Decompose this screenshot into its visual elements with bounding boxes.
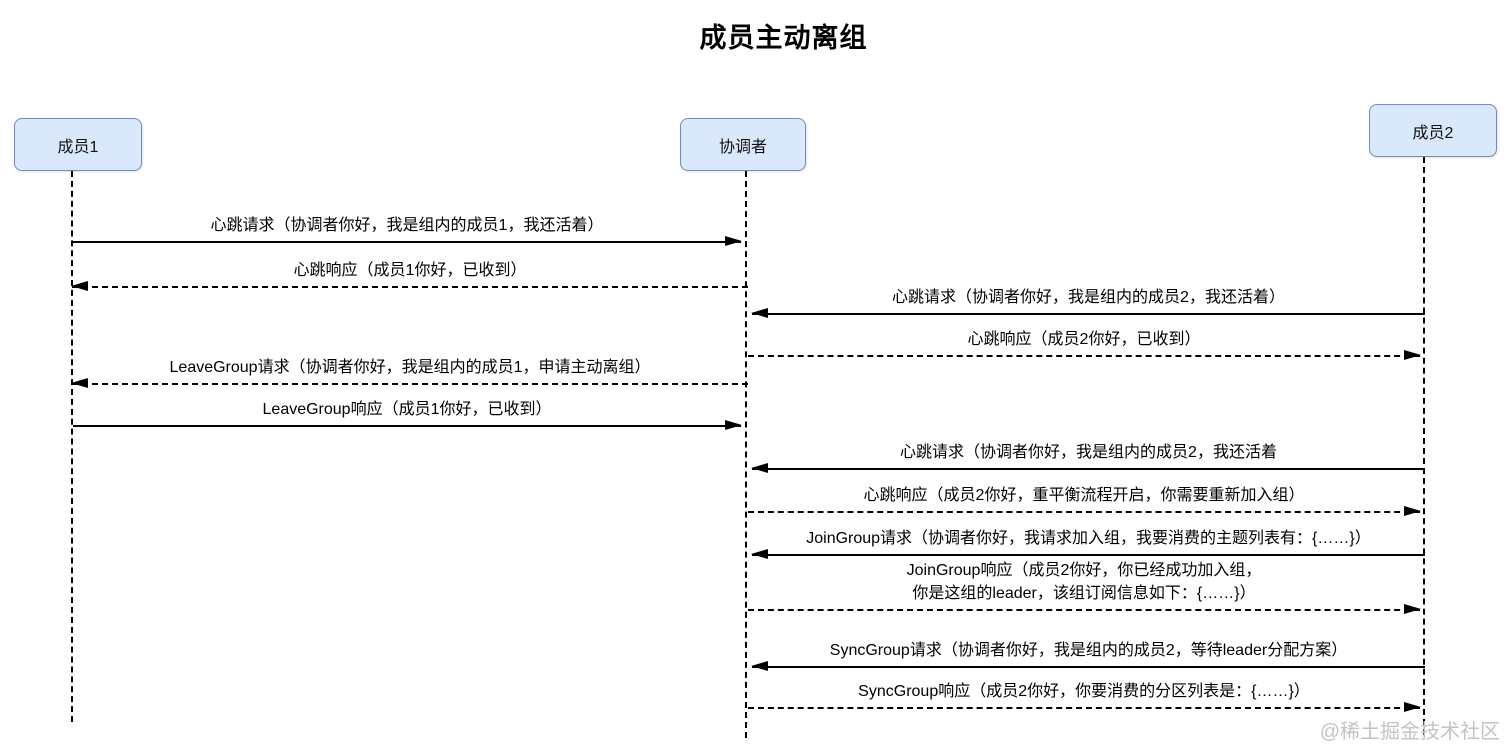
lifeline-member2	[1423, 157, 1425, 735]
arrow-right-icon	[1404, 350, 1421, 360]
message-label: LeaveGroup响应（成员1你好，已收到）	[262, 400, 552, 418]
actor-label-member2: 成员2	[1412, 124, 1454, 142]
actor-label-member1: 成员1	[57, 138, 99, 156]
message-label: 心跳响应（成员2你好，已收到）	[967, 330, 1201, 348]
arrow-right-icon	[1404, 604, 1421, 614]
message-label: 心跳请求（协调者你好，我是组内的成员2，我还活着	[900, 443, 1277, 461]
arrow-right-icon	[1404, 702, 1421, 712]
actor-label-coordinator: 协调者	[718, 138, 767, 156]
message-line	[748, 355, 1420, 357]
message-line	[752, 554, 1425, 556]
message-label: LeaveGroup请求（协调者你好，我是组内的成员1，申请主动离组）	[169, 358, 651, 376]
actor-box-coordinator: 协调者	[680, 118, 806, 171]
lifeline-member1	[71, 171, 73, 722]
actor-box-member1: 成员1	[14, 118, 142, 171]
arrow-left-icon	[71, 281, 88, 291]
message-label: 心跳请求（协调者你好，我是组内的成员1，我还活着）	[210, 216, 604, 234]
message-line	[752, 313, 1425, 315]
message-label: 心跳响应（成员2你好，重平衡流程开启，你需要重新加入组）	[863, 486, 1305, 504]
message-label: JoinGroup响应（成员2你好，你已经成功加入组， 你是这组的leader，…	[906, 562, 1262, 602]
actor-box-member2: 成员2	[1369, 104, 1497, 157]
message-line	[748, 707, 1420, 709]
message-line	[73, 425, 741, 427]
arrow-left-icon	[751, 661, 768, 671]
arrow-left-icon	[751, 463, 768, 473]
arrow-left-icon	[751, 308, 768, 318]
diagram-title: 成员主动离组	[699, 23, 868, 53]
message-line	[748, 609, 1420, 611]
message-label: SyncGroup响应（成员2你好，你要消费的分区列表是：{……}）	[858, 682, 1310, 700]
arrow-right-icon	[725, 236, 742, 246]
arrow-left-icon	[751, 549, 768, 559]
message-label: 心跳请求（协调者你好，我是组内的成员2，我还活着）	[892, 288, 1285, 306]
lifeline-coordinator	[745, 171, 747, 738]
arrow-left-icon	[71, 378, 88, 388]
message-line	[73, 241, 741, 243]
message-label: SyncGroup请求（协调者你好，我是组内的成员2，等待leader分配方案）	[829, 641, 1348, 659]
arrow-right-icon	[1404, 506, 1421, 516]
message-line	[72, 286, 748, 288]
message-line	[72, 383, 748, 385]
arrow-right-icon	[725, 420, 742, 430]
message-label: 心跳响应（成员1你好，已收到）	[293, 261, 527, 279]
message-line	[752, 468, 1425, 470]
message-label: JoinGroup请求（协调者你好，我请求加入组，我要消费的主题列表有：{……}…	[806, 529, 1371, 547]
watermark: @稀土掘金技术社区	[1319, 721, 1500, 743]
message-line	[748, 511, 1420, 513]
message-line	[752, 666, 1425, 668]
